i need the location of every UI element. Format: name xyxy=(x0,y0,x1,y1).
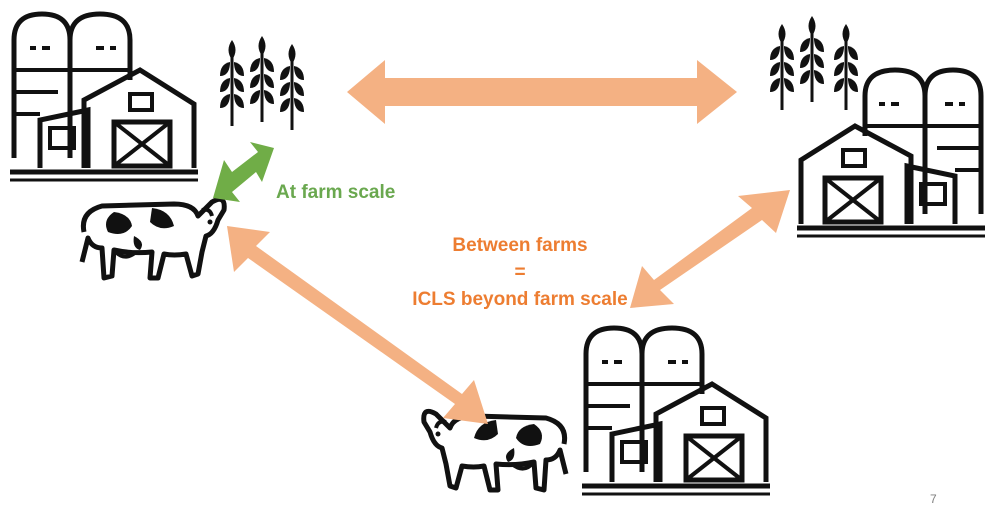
double-arrow-icon xyxy=(213,142,274,202)
page-number: 7 xyxy=(930,492,937,506)
wheat-icon xyxy=(218,34,306,132)
wheat-icon xyxy=(768,14,860,112)
double-arrow-icon xyxy=(347,60,737,124)
double-arrow-icon xyxy=(630,190,790,308)
farm-icon xyxy=(797,70,985,236)
cow-icon xyxy=(82,199,224,278)
double-arrow-icon xyxy=(227,226,488,424)
between-farms-label: Between farms xyxy=(452,235,588,256)
cow-icon xyxy=(424,411,566,490)
farm-scale-label: At farm scale xyxy=(276,182,396,203)
beyond-farm-label: ICLS beyond farm scale xyxy=(412,289,628,310)
between-farms-block: Between farms = ICLS beyond farm scale xyxy=(395,232,645,313)
equals-label: = xyxy=(514,262,526,283)
farm-icon xyxy=(582,328,770,494)
farm-icon xyxy=(10,14,198,180)
